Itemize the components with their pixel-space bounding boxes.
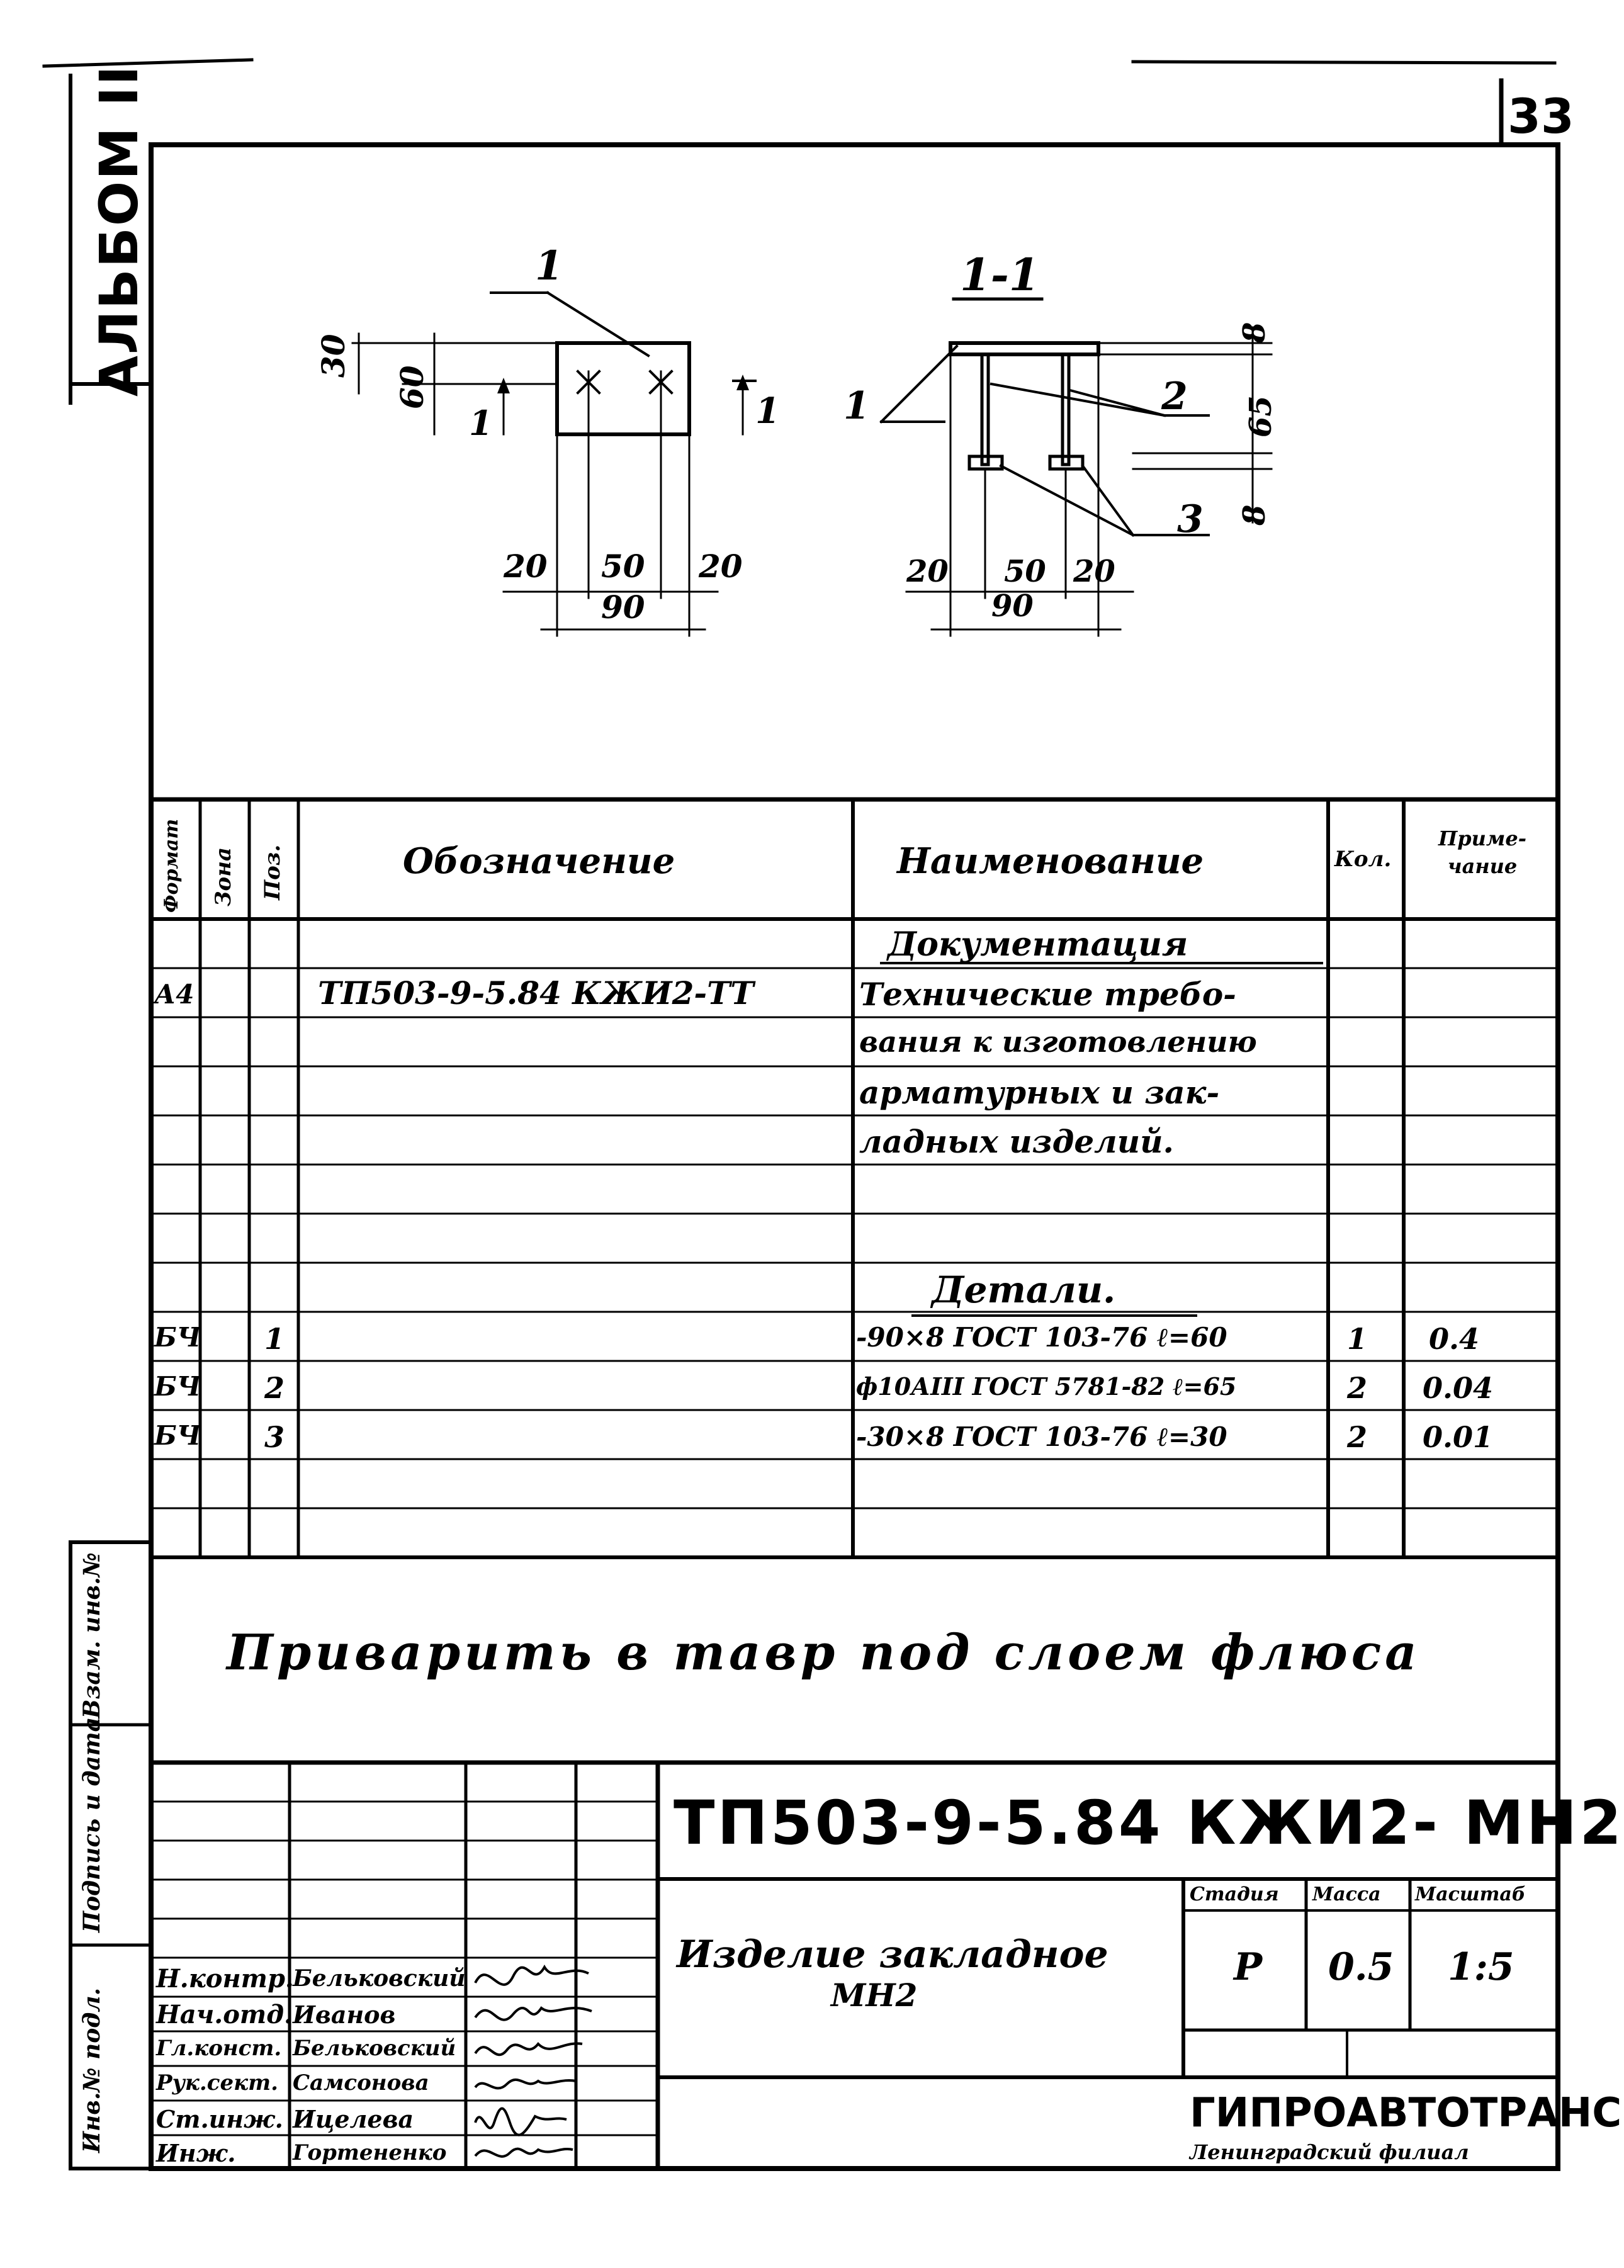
sign-role-2: Нач.отд. [156,2000,293,2029]
part-2-name: ф10АIII ГОСТ 5781-82 ℓ=65 [856,1372,1237,1401]
header-qty: Кол. [1334,847,1392,872]
section-heading-docs: Документация [888,925,1188,964]
part-2-note: 0.04 [1423,1371,1494,1405]
section-title: 1-1 [960,249,1040,301]
organization-branch: Ленинградский филиал [1190,2140,1469,2164]
section-dim-20-left: 20 [906,554,949,589]
part-3-pos: 3 [264,1420,285,1454]
part-3-note: 0.01 [1423,1420,1494,1454]
doc-row-format: А4 [154,979,195,1010]
doc-row-name-line-3: арматурных и зак- [859,1074,1220,1111]
plan-cut-label-left: 1 [469,403,493,443]
col-stage-label: Стадия [1190,1883,1279,1905]
sign-role-1: Н.контр. [156,1964,294,1994]
sign-role-6: Инж. [156,2139,236,2167]
section-leader-3: 3 [1177,497,1204,541]
plan-leader-label: 1 [535,242,563,290]
section-leader-2: 2 [1161,375,1188,419]
plan-dim-90: 90 [601,589,645,626]
sign-name-4: Самсонова [293,2070,429,2096]
welding-instruction: Приварить в тавр под слоем флюса [227,1624,1421,1681]
product-name-line-1: Изделие закладное [677,1932,1108,1977]
sign-role-3: Гл.конст. [156,2036,282,2061]
scale-value: 1:5 [1448,1945,1514,1989]
section-dim-90: 90 [991,589,1034,624]
part-1-pos: 1 [264,1322,285,1356]
doc-row-name-line-1: Технические требо- [859,976,1236,1013]
section-dim-20-right: 20 [1073,554,1115,589]
document-code: ТП503-9-5.84 КЖИ2- МН2 [674,1788,1624,1858]
sign-name-6: Гортененко [293,2140,447,2165]
section-dim-50: 50 [1004,554,1046,589]
plan-dim-20-right: 20 [699,548,743,585]
part-1-format: БЧ [154,1322,201,1353]
part-3-format: БЧ [154,1420,201,1451]
plan-dim-20-left: 20 [504,548,548,585]
doc-row-name-line-4: ладных изделий. [859,1123,1174,1160]
part-3-name: -30×8 ГОСТ 103-76 ℓ=30 [856,1421,1227,1452]
plan-cut-label: 1 [755,390,780,432]
page-number: 33 [1508,88,1574,144]
sign-role-5: Ст.инж. [156,2105,283,2133]
part-2-pos: 2 [264,1371,285,1405]
doc-row-designation: ТП503-9-5.84 КЖИ2-ТТ [318,974,754,1012]
sign-name-3: Бельковский [293,2036,456,2061]
col-mass-label: Масса [1312,1883,1381,1905]
header-name: Наименование [897,840,1204,882]
header-note: Приме-чание [1438,827,1526,878]
section-leader-1: 1 [843,384,870,428]
part-2-format: БЧ [154,1371,201,1402]
sign-name-1: Бельковский [293,1965,466,1992]
part-1-note: 0.4 [1429,1322,1480,1356]
mass-value: 0.5 [1328,1945,1394,1989]
section-heading-parts: Детали. [932,1268,1116,1311]
col-scale-label: Масштаб [1415,1883,1526,1905]
product-name-line-2: МН2 [831,1977,918,2014]
part-2-qty: 2 [1347,1371,1368,1405]
part-1-qty: 1 [1347,1322,1368,1356]
plan-dim-50: 50 [601,548,645,585]
header-designation: Обозначение [403,840,675,882]
sign-name-2: Иванов [293,2000,396,2029]
sign-role-4: Рук.сект. [156,2070,278,2096]
part-1-name: -90×8 ГОСТ 103-76 ℓ=60 [856,1322,1227,1353]
stage-value: Р [1234,1945,1263,1989]
doc-row-name-line-2: вания к изготовлению [859,1025,1257,1059]
sign-name-5: Ицелева [293,2105,414,2133]
organization-name: ГИПРОАВТОТРАНС [1190,2090,1622,2136]
part-3-qty: 2 [1347,1420,1368,1454]
